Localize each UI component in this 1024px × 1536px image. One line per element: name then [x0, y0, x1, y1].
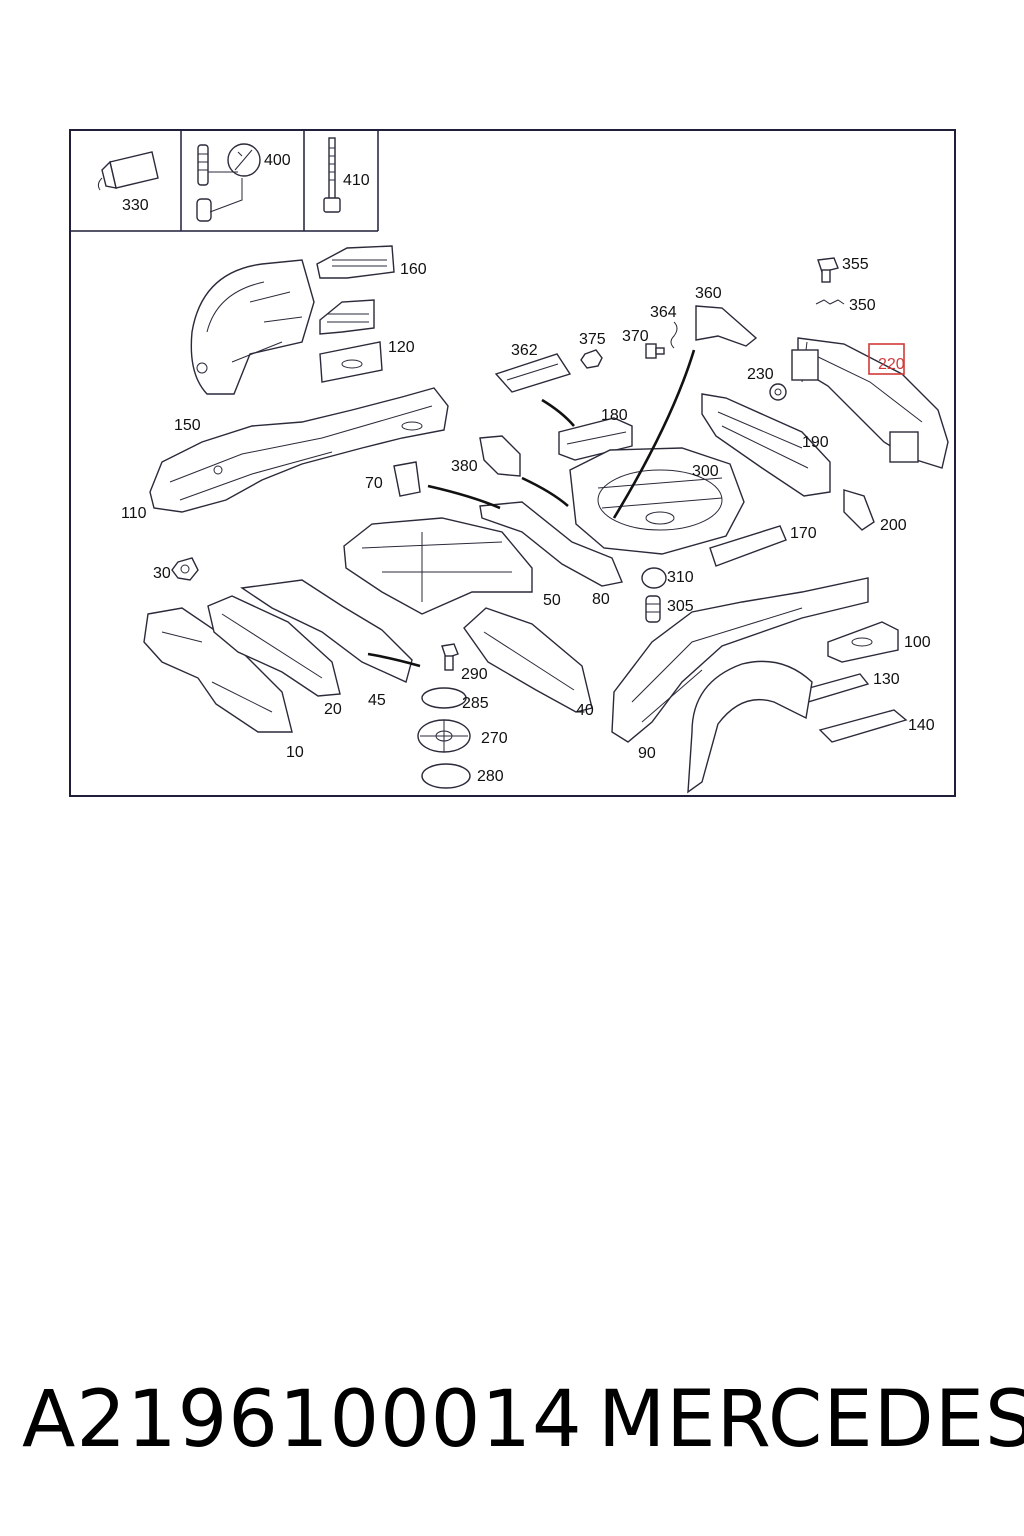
part-130-panel: [800, 673, 870, 703]
label-375: 375: [579, 331, 606, 348]
part-220-bumper-crossmember: [791, 337, 949, 469]
part-120-plate: [319, 341, 383, 383]
part-160-bracket: [316, 245, 395, 279]
label-30: 30: [153, 565, 171, 582]
label-305: 305: [667, 598, 694, 615]
label-150: 150: [174, 417, 201, 434]
brand-name: MERCEDES: [598, 1375, 1024, 1465]
part-285-pad: [421, 687, 467, 709]
product-caption: A2196100014 MERCEDES: [0, 1375, 1024, 1475]
part-270-cover: [417, 719, 471, 753]
label-190: 190: [802, 434, 829, 451]
label-170: 170: [790, 525, 817, 542]
label-285: 285: [462, 695, 489, 712]
label-200: 200: [880, 517, 907, 534]
label-70: 70: [365, 475, 383, 492]
part-80-crossmember: [479, 501, 623, 587]
part-360-strap: [695, 305, 758, 347]
part-190-rear-member: [701, 393, 831, 497]
label-160: 160: [400, 261, 427, 278]
part-375-nut: [580, 349, 603, 369]
label-110: 110: [121, 505, 147, 522]
label-280: 280: [477, 768, 504, 785]
wrench-icon: [208, 143, 261, 213]
part-350-clips: [815, 299, 845, 305]
label-400: 400: [264, 152, 291, 169]
part-45-tunnel: [240, 579, 413, 683]
part-20-firewall: [207, 595, 341, 697]
label-362: 362: [511, 342, 538, 359]
part-300-trunk-floor: [569, 447, 745, 555]
part-150-wheelhouse: [190, 259, 315, 395]
label-310: 310: [667, 569, 694, 586]
assembly-arrows: [367, 349, 696, 668]
label-180: 180: [601, 407, 628, 424]
label-120: 120: [388, 339, 415, 356]
part-number: A2196100014: [22, 1375, 583, 1465]
label-370: 370: [622, 328, 649, 345]
part-355-bolt: [817, 257, 839, 283]
label-350: 350: [849, 297, 876, 314]
label-230: 230: [747, 366, 774, 383]
label-364: 364: [650, 304, 677, 321]
part-364-clip: [670, 321, 678, 349]
part-362-bracket: [494, 353, 572, 393]
label-300: 300: [692, 463, 719, 480]
part-310-grommet: [641, 567, 667, 589]
part-290-bolt: [441, 643, 459, 671]
highlight-box-220: [868, 343, 905, 375]
label-410: 410: [343, 172, 370, 189]
part-90-longitudinal: [611, 577, 869, 743]
parts-diagram-frame: 330 400 410 160 120 150 110 362 375 370 …: [69, 129, 956, 797]
label-80: 80: [592, 591, 610, 608]
label-330: 330: [122, 197, 149, 214]
sealant-tube-icon: [97, 151, 159, 191]
label-270: 270: [481, 730, 508, 747]
label-40: 40: [576, 702, 594, 719]
part-50-floor-pan: [343, 517, 533, 615]
long-bolt-icon: [323, 137, 341, 213]
label-355: 355: [842, 256, 869, 273]
part-200-bracket: [843, 489, 875, 531]
callout-labels: 330 400 410 160 120 150 110 362 375 370 …: [121, 152, 935, 785]
part-70-bracket: [393, 461, 421, 497]
label-20: 20: [324, 701, 342, 718]
part-280-ring: [421, 763, 471, 789]
label-380: 380: [451, 458, 478, 475]
stud-bolt-icon: [196, 144, 212, 222]
label-10: 10: [286, 744, 304, 761]
label-140: 140: [908, 717, 935, 734]
part-110-longitudinal: [149, 387, 449, 513]
part-30-nut: [171, 557, 199, 581]
label-100: 100: [904, 634, 931, 651]
part-wheelhouse-right: [687, 660, 813, 794]
part-160-lower: [319, 299, 375, 335]
part-230-nut: [769, 383, 787, 401]
label-130: 130: [873, 671, 900, 688]
label-45: 45: [368, 692, 386, 709]
part-305-plug: [645, 595, 661, 623]
part-140-panel: [818, 709, 908, 743]
part-170-strip: [709, 525, 787, 567]
label-290: 290: [461, 666, 488, 683]
part-370-bolt: [645, 343, 665, 359]
part-380-bracket: [479, 435, 521, 477]
legend-cells: [71, 131, 379, 232]
part-100-panel: [827, 621, 899, 663]
label-50: 50: [543, 592, 561, 609]
label-90: 90: [638, 745, 656, 762]
label-360: 360: [695, 285, 722, 302]
exploded-parts-diagram: 330 400 410 160 120 150 110 362 375 370 …: [71, 131, 949, 794]
label-220: 220: [878, 356, 905, 373]
part-40-crossmember: [463, 607, 593, 713]
